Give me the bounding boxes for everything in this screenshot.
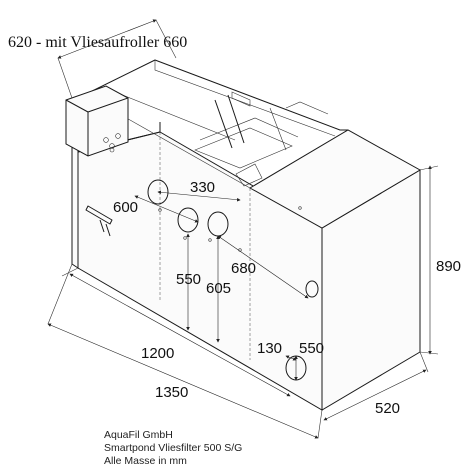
caption-block: AquaFil GmbH Smartpond Vliesfilter 500 S… [104,429,242,467]
dim-600-label: 600 [113,199,138,216]
dim-1350-label: 1350 [155,384,188,401]
dim-130-label: 130 [257,340,282,357]
caption-company: AquaFil GmbH [104,429,173,441]
control-knob-icon [115,133,121,139]
dim-550-left-label: 550 [176,271,201,288]
dim-330-label: 330 [190,179,215,196]
control-knob-icon [109,143,115,149]
dimension-lines [47,19,439,439]
dim-1200-label: 1200 [141,345,174,362]
back-rim [77,59,348,131]
dim-680-label: 680 [231,260,256,277]
dimension-labels: 330 600 680 550 605 1200 1350 130 550 89… [113,179,461,417]
control-knob-icon [103,137,109,143]
control-box [65,85,129,157]
caption-units: Alle Masse in mm [104,455,187,467]
drain-slot [85,205,113,225]
caption-product: Smartpond Vliesfilter 500 S/G [104,442,242,454]
dim-890-label: 890 [436,258,461,275]
dim-520-label: 520 [375,400,400,417]
dim-550-right-label: 550 [299,340,324,357]
dim-605-label: 605 [206,280,231,297]
control-knob-icon [109,147,115,153]
